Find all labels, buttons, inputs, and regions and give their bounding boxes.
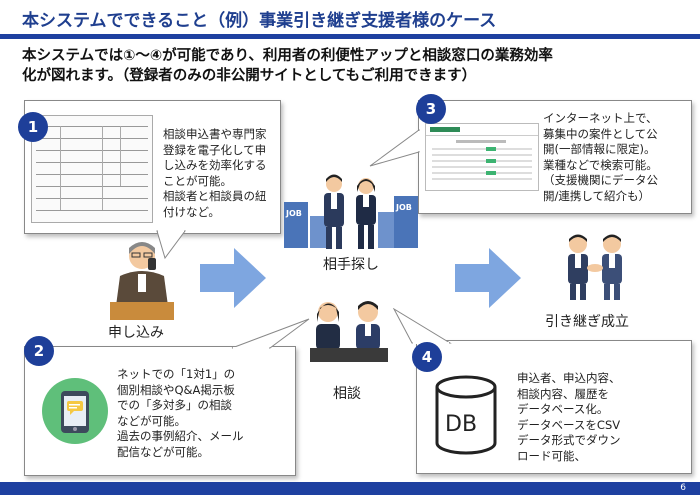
badge-4: 4 (412, 342, 442, 372)
intro-line-1: 本システムでは①～④が可能であり、利用者の利便性アップと相談窓口の業務効率 (22, 48, 553, 64)
intro-line-2: 化が図れます。（登録者のみの非公開サイトとしてもご利用できます） (22, 68, 477, 84)
callout-2-line: 過去の事例紹介、メール (117, 429, 244, 443)
listing-website-thumbnail (425, 123, 539, 191)
label-apply: 申し込み (108, 325, 164, 341)
callout-2-line: ネットでの「1対1」の (117, 367, 236, 381)
callout-4-line: データベース化。 (517, 402, 609, 416)
callout-4-tail (392, 308, 452, 344)
badge-1: 1 (18, 112, 48, 142)
callout-1-tail (156, 230, 186, 260)
callout-4-line: データ形式でダウン (517, 433, 621, 447)
callout-3-line: 募集中の案件として公 (543, 126, 658, 141)
consultation-illustration (310, 301, 388, 362)
callout-2-text: ネットでの「1対1」の 個別相談やQ&A掲示板 での「多対多」の相談 などが可能… (117, 367, 244, 460)
callout-3-line: 開(一部情報に限定)。 (543, 142, 656, 156)
callout-4: DB 申込者、申込内容、 相談内容、履歴を データベース化。 データベースをCS… (416, 340, 692, 474)
callout-2: ネットでの「1対1」の 個別相談やQ&A掲示板 での「多対多」の相談 などが可能… (24, 346, 296, 476)
callout-1-line: 付けなど。 (163, 204, 220, 219)
arrow-left (200, 248, 266, 308)
db-label: DB (445, 412, 477, 437)
callout-2-tail (231, 318, 310, 349)
callout-3-line: 開/連携して紹介も） (543, 188, 651, 203)
callout-2-line: 個別相談やQ&A掲示板 (117, 382, 235, 397)
callout-2-line: での「多対多」の相談 (117, 398, 232, 412)
callout-3-tail (369, 129, 420, 167)
label-success: 引き継ぎ成立 (545, 314, 629, 330)
title-underline (0, 34, 700, 39)
callout-3-line: 業種などで検索可能。 (543, 157, 658, 172)
callout-4-line: データベースをCSV (517, 417, 621, 432)
handshake-illustration (568, 234, 622, 300)
footer-bar (0, 482, 700, 495)
badge-3: 3 (416, 94, 446, 124)
intro-text: 本システムでは①～④が可能であり、利用者の利便性アップと相談窓口の業務効率 化が… (22, 46, 692, 86)
callout-3-line: （支援機関にデータ公 (543, 173, 658, 187)
callout-1: 相談申込書や専門家 登録を電子化して申 し込みを効率化する ことが可能。 相談者… (24, 100, 281, 234)
callout-1-line: 相談申込書や専門家 (163, 127, 267, 141)
callout-3: インターネット上で、 募集中の案件として公 開(一部情報に限定)。 業種などで検… (418, 100, 692, 214)
label-consult: 相談 (333, 386, 361, 402)
callout-1-line: ことが可能。 (163, 173, 232, 188)
callout-2-line: 配信などが可能。 (117, 444, 209, 459)
man-on-phone-illustration (110, 242, 174, 320)
callout-4-line: ロード可能、 (517, 448, 586, 463)
callout-3-text: インターネット上で、 募集中の案件として公 開(一部情報に限定)。 業種などで検… (543, 111, 658, 204)
callout-1-text: 相談申込書や専門家 登録を電子化して申 し込みを効率化する ことが可能。 相談者… (163, 127, 267, 220)
badge-2: 2 (24, 336, 54, 366)
callout-4-text: 申込者、申込内容、 相談内容、履歴を データベース化。 データベースをCSV デ… (517, 371, 621, 464)
callout-1-line: 登録を電子化して申 (163, 142, 267, 157)
callout-3-line: インターネット上で、 (543, 111, 658, 125)
application-form-thumbnail (31, 115, 153, 223)
callout-1-line: し込みを効率化する (163, 158, 267, 172)
label-search: 相手探し (323, 257, 379, 273)
page-number: 6 (680, 483, 686, 493)
job-sign-right: JOB (395, 203, 412, 212)
callout-4-line: 相談内容、履歴を (517, 386, 609, 401)
database-icon: DB (435, 375, 497, 455)
smartphone-chat-icon (42, 378, 108, 444)
page-title: 本システムでできること（例）事業引き継ぎ支援者様のケース (22, 11, 497, 31)
job-sign-left: JOB (285, 209, 302, 218)
business-people-searching-illustration: JOB JOB (284, 174, 418, 249)
callout-2-line: などが可能。 (117, 413, 186, 428)
callout-1-line: 相談者と相談員の紐 (163, 189, 267, 203)
callout-4-line: 申込者、申込内容、 (517, 371, 621, 385)
arrow-right (455, 248, 521, 308)
